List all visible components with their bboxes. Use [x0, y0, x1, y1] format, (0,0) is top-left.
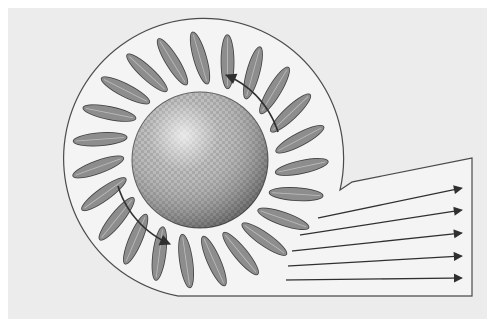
hub-shading — [132, 92, 268, 228]
